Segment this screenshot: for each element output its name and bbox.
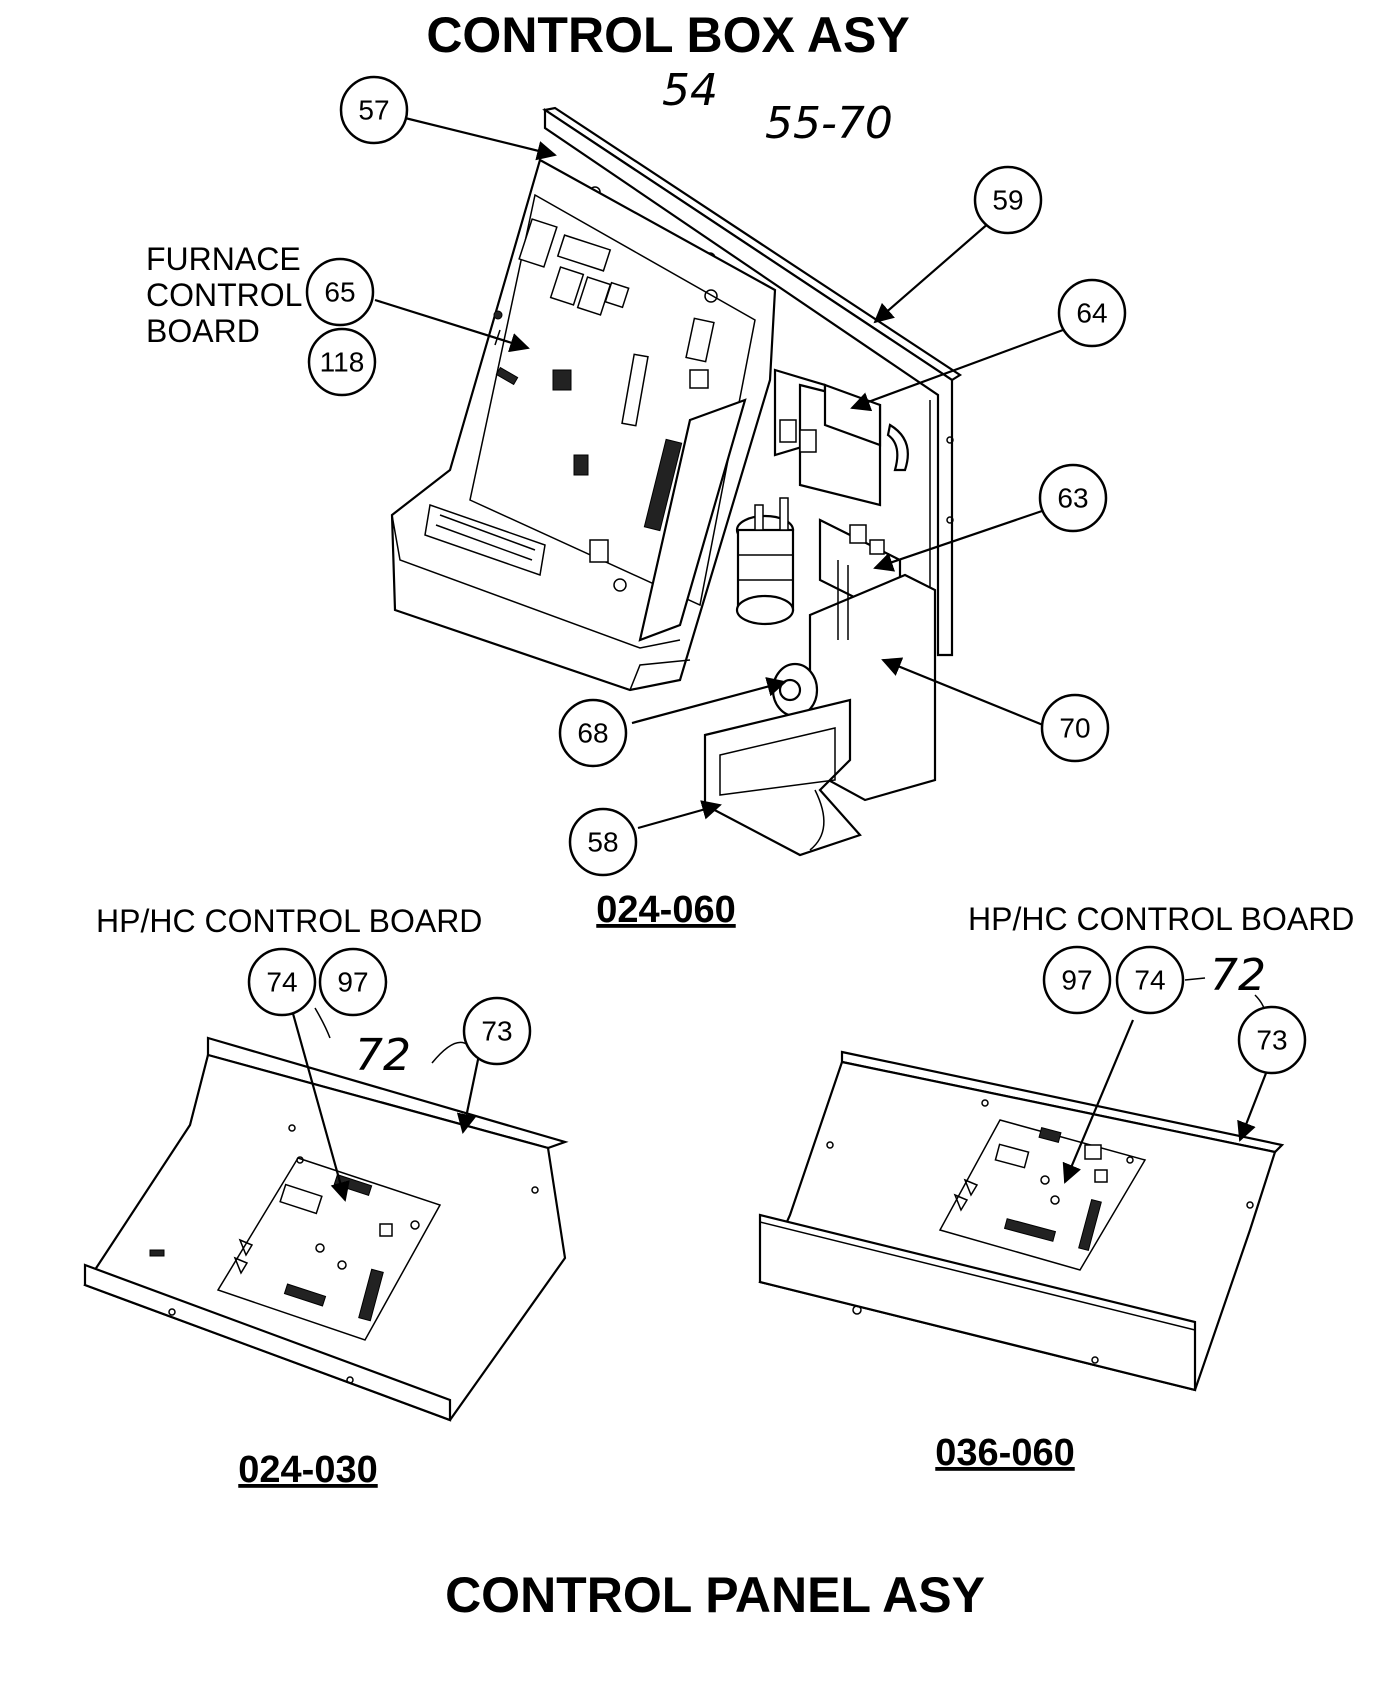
callout-left-73: 73 [462, 996, 532, 1066]
svg-text:68: 68 [577, 718, 608, 749]
hphc-label-left: HP/HC CONTROL BOARD [96, 903, 482, 939]
back-panel [543, 107, 954, 657]
wire-loop [886, 423, 909, 472]
hphc-label-right: HP/HC CONTROL BOARD [968, 901, 1354, 937]
control-panel-024-030 [83, 1036, 569, 1422]
control-box-title: CONTROL BOX ASY [426, 7, 909, 63]
model-024-060: 024-060 [596, 889, 735, 931]
furnace-label-3: BOARD [146, 313, 260, 349]
warning-label [424, 503, 546, 577]
callout-68: 68 [558, 698, 628, 768]
svg-text:65: 65 [324, 277, 355, 308]
svg-text:118: 118 [320, 347, 365, 378]
callout-59: 59 [973, 165, 1043, 235]
svg-text:59: 59 [992, 185, 1023, 216]
svg-text:63: 63 [1057, 483, 1088, 514]
control-panel-036-060 [758, 1050, 1285, 1392]
callout-64: 64 [1057, 278, 1127, 348]
callout-63: 63 [1038, 463, 1108, 533]
callout-118: 118 [307, 327, 377, 397]
svg-text:70: 70 [1059, 713, 1090, 744]
svg-text:97: 97 [1061, 965, 1092, 996]
svg-text:73: 73 [1256, 1025, 1287, 1056]
callout-right-74: 74 [1115, 945, 1185, 1015]
svg-text:74: 74 [1134, 965, 1165, 996]
svg-text:58: 58 [587, 827, 618, 858]
callout-right-97: 97 [1042, 945, 1112, 1015]
callout-right-73: 73 [1237, 1005, 1307, 1075]
model-024-030: 024-030 [238, 1449, 377, 1491]
callout-left-74: 74 [247, 947, 317, 1017]
svg-text:64: 64 [1076, 298, 1107, 329]
handwritten-range: 55-70 [765, 98, 893, 149]
svg-text:57: 57 [358, 95, 389, 126]
callout-70: 70 [1040, 693, 1110, 763]
control-box-assembly [390, 106, 963, 857]
callout-65: 65 [305, 257, 375, 327]
furnace-label-2: CONTROL [146, 277, 302, 313]
furnace-label-1: FURNACE [146, 241, 301, 277]
svg-text:74: 74 [266, 967, 297, 998]
model-036-060: 036-060 [935, 1432, 1074, 1474]
svg-text:73: 73 [481, 1016, 512, 1047]
callout-58: 58 [568, 807, 638, 877]
hphc-board-left [216, 1157, 442, 1341]
svg-text:97: 97 [337, 967, 368, 998]
handwritten-72-right: 72 [1210, 950, 1266, 1001]
control-panel-title: CONTROL PANEL ASY [445, 1567, 985, 1623]
handwritten-54: 54 [662, 65, 718, 116]
callout-left-97: 97 [318, 947, 388, 1017]
callout-57: 57 [339, 75, 409, 145]
handwritten-72-left: 72 [355, 1030, 411, 1081]
divider-strip [638, 398, 747, 642]
